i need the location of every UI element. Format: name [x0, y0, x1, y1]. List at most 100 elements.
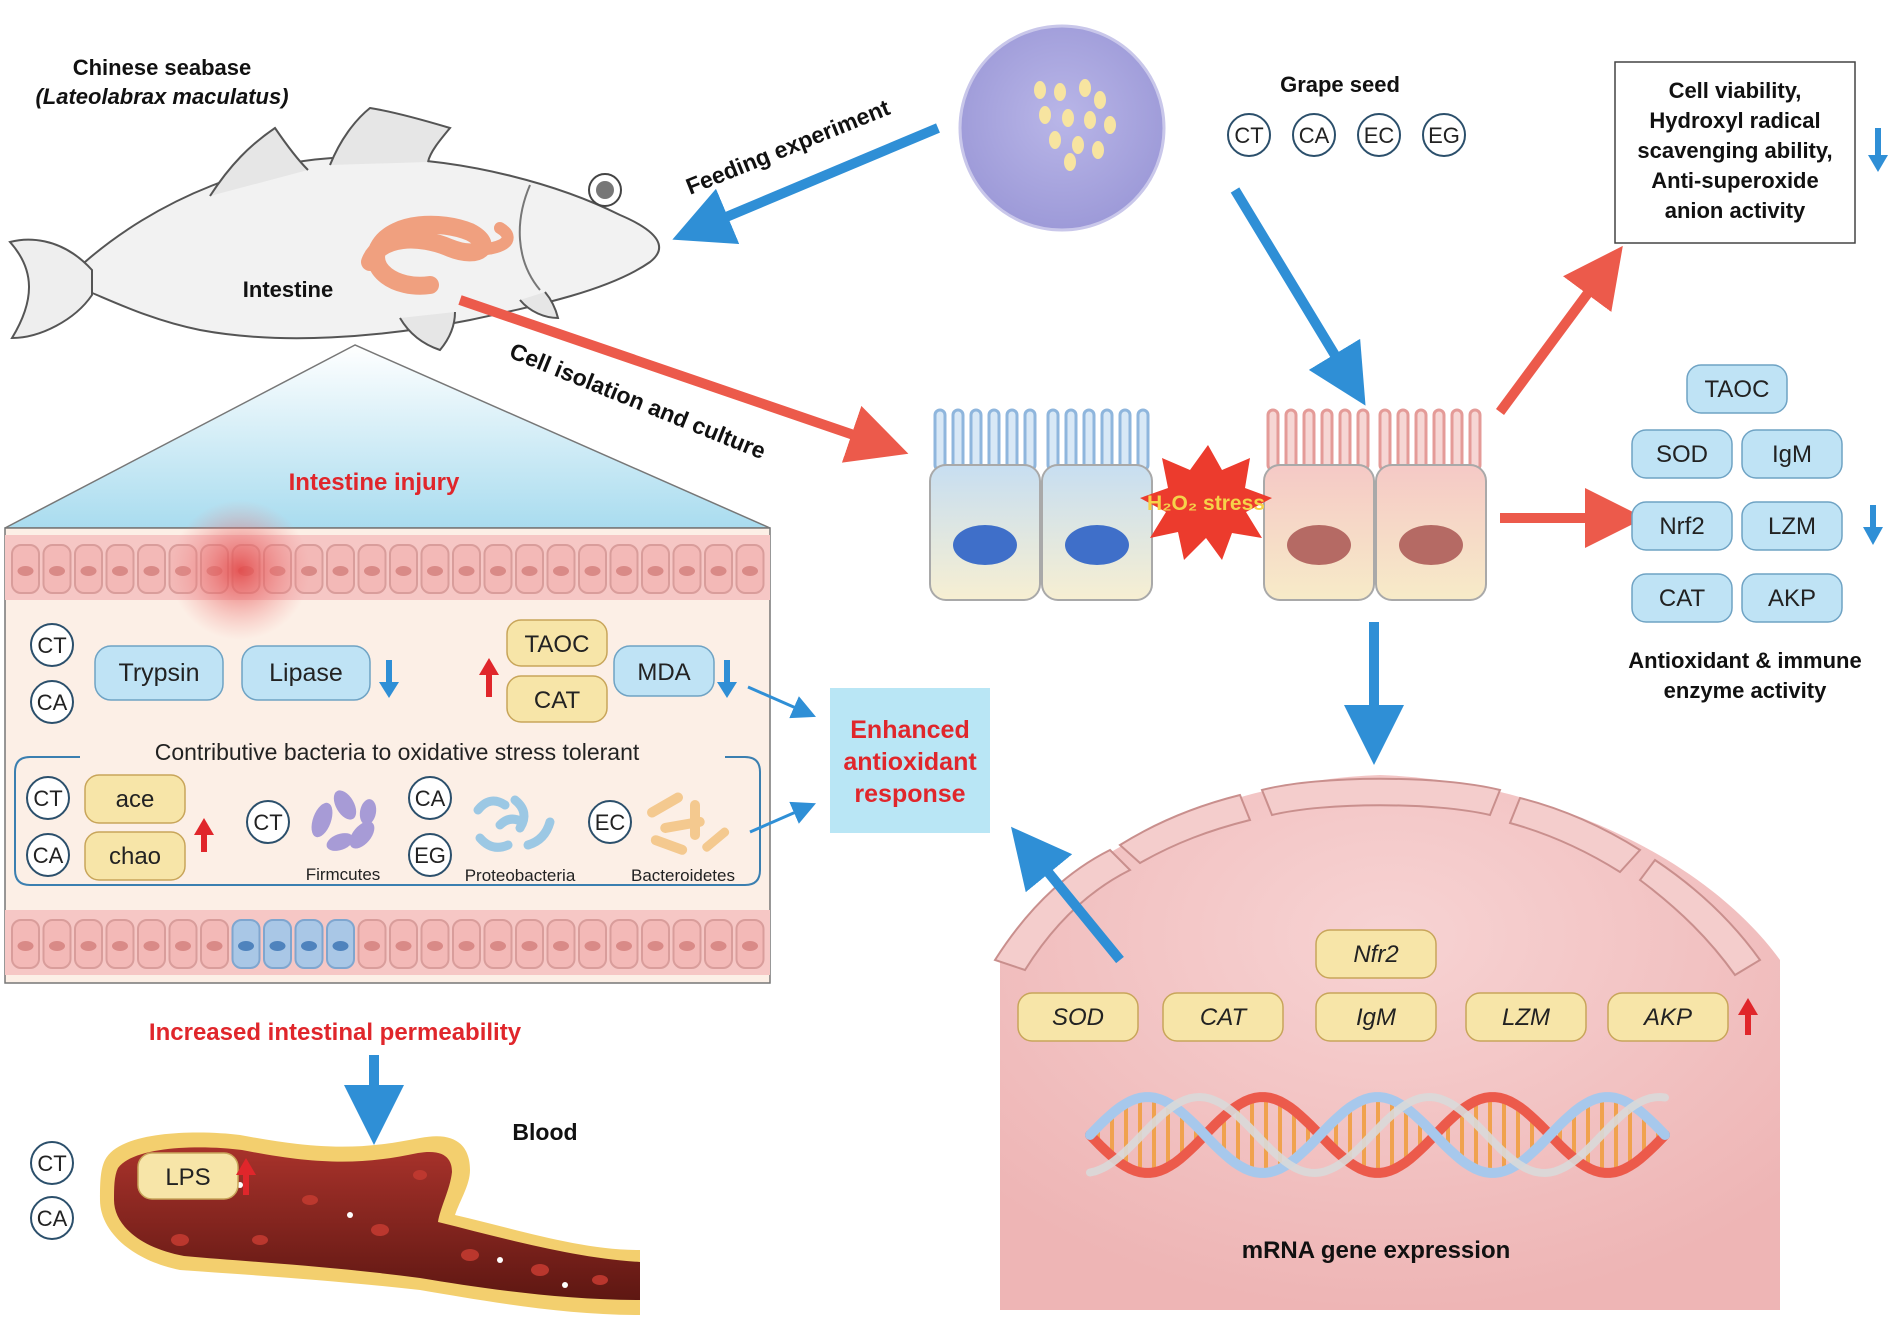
bacteroidetes-label: Bacteroidetes [631, 866, 735, 885]
gene-label: IgM [1356, 1004, 1396, 1031]
epithelial-nucleus [742, 941, 758, 951]
epithelial-nucleus [521, 566, 538, 576]
group-badge-ec: EC [588, 800, 632, 844]
mda-pill: MDA [613, 645, 715, 697]
lipase-label: Lipase [269, 659, 343, 687]
enzyme-pill: TAOC [1686, 364, 1788, 414]
epithelial-nucleus [553, 941, 569, 951]
group-badge-ct: CT [30, 623, 74, 667]
group-badge-text: CT [253, 810, 282, 835]
mrna-caption: mRNA gene expression [1242, 1237, 1511, 1264]
enzyme-pill: LZM [1741, 501, 1843, 551]
chao-label: chao [109, 843, 161, 870]
epithelial-nucleus [490, 941, 506, 951]
ace-pill: ace [84, 774, 186, 824]
group-badge-ct: CT [246, 800, 290, 844]
epithelial-nucleus [427, 566, 443, 576]
enzyme-activity-group: TAOC SOD IgM Nrf2 LZM CAT AKP Antioxidan… [1628, 364, 1883, 703]
group-badge-ca: CA [30, 1196, 74, 1240]
group-badge-text: CT [37, 633, 66, 658]
treatment-arrow [1230, 187, 1366, 406]
enzyme-pill-label: LZM [1768, 513, 1816, 540]
fish-title: Chinese seabase [73, 55, 252, 80]
taoc-pill: TAOC [506, 619, 608, 667]
cell-isolation-arrow [458, 295, 909, 463]
epithelial-nucleus [364, 566, 380, 576]
epithelial-nucleus [80, 566, 97, 576]
gene-pill: LZM [1465, 992, 1587, 1042]
epithelial-nucleus [679, 941, 695, 951]
group-badge-text: EG [414, 843, 446, 868]
group-badge-text: EC [1364, 123, 1395, 148]
h2o2-stress-label: H₂O₂ stress [1147, 492, 1265, 515]
lps-label: LPS [165, 1164, 210, 1191]
viability-line: Anti-superoxide [1651, 168, 1818, 193]
enzyme-pill: CAT [1631, 573, 1733, 623]
intestine-panel: Intestine injury CT CA Trypsin Lipase TA… [4, 344, 771, 984]
down-arrow-icon [1863, 505, 1883, 545]
enzyme-pill-label: SOD [1656, 441, 1708, 468]
intestine-injury-label: Intestine injury [289, 469, 460, 496]
feeding-label: Feeding experiment [682, 94, 894, 200]
epithelial-nucleus [710, 941, 727, 951]
group-badge-ca: CA [26, 833, 70, 877]
epithelial-nucleus [710, 566, 727, 576]
gene-pill: CAT [1162, 992, 1284, 1042]
up-arrow-icon [479, 658, 499, 697]
viability-line: Hydroxyl radical [1649, 108, 1820, 133]
epithelial-nucleus [742, 566, 758, 576]
epithelial-nucleus [332, 566, 349, 576]
epithelial-nucleus [112, 566, 128, 576]
group-badge-ca: CA [30, 680, 74, 724]
enhanced-response-box: Enhanced antioxidant response [830, 688, 990, 833]
nucleus: Nfr2 SOD CAT IgM LZM AKP mRNA gene expre… [993, 775, 1780, 1310]
epithelial-cells [929, 408, 1487, 601]
epithelial-nucleus [49, 941, 65, 951]
epithelial-nucleus [112, 941, 128, 951]
proteobacteria-label: Proteobacteria [465, 866, 576, 885]
response-line: antioxidant [843, 748, 977, 776]
intestine-label: Intestine [243, 277, 333, 302]
viability-line: Cell viability, [1669, 78, 1802, 103]
group-badge-text: EG [1428, 123, 1460, 148]
group-badge-ca: CA [1292, 113, 1336, 157]
epithelial-nucleus [616, 566, 632, 576]
blood-label: Blood [512, 1119, 577, 1145]
enzyme-pill-label: CAT [1659, 585, 1706, 612]
group-badge-text: CA [1299, 123, 1330, 148]
gene-pill: SOD [1017, 992, 1139, 1042]
enzyme-caption-line1: Antioxidant & immune [1628, 648, 1861, 673]
mda-label: MDA [637, 659, 690, 686]
grape-seed-plate [958, 24, 1166, 232]
epithelial-nucleus [301, 941, 317, 951]
gene-pill: Nfr2 [1315, 929, 1437, 979]
grape-seed-label: Grape seed [1280, 72, 1400, 97]
enzyme-pill: IgM [1741, 429, 1843, 479]
epithelial-nucleus [584, 941, 601, 951]
up-arrow-icon [194, 818, 214, 852]
group-badge-text: EC [595, 810, 626, 835]
epithelial-nucleus [616, 941, 632, 951]
epithelial-nucleus [458, 941, 475, 951]
bacteroidetes-icon [647, 792, 730, 855]
group-badge-ct: CT [30, 1141, 74, 1185]
group-badge-text: CA [37, 690, 68, 715]
epithelial-nucleus [679, 566, 695, 576]
gene-label: CAT [1200, 1004, 1249, 1031]
epithelial-nucleus [206, 941, 223, 951]
chao-pill: chao [84, 831, 186, 881]
permeability-label: Increased intestinal permeability [149, 1019, 522, 1046]
enzyme-pill-label: Nrf2 [1659, 513, 1704, 540]
enzyme-caption-line2: enzyme activity [1664, 678, 1827, 703]
gene-label: Nfr2 [1353, 941, 1398, 968]
viability-line: anion activity [1665, 198, 1806, 223]
epithelial-nucleus [143, 566, 160, 576]
viability-line: scavenging ability, [1637, 138, 1832, 163]
bacteria-to-response-arrow [749, 801, 816, 834]
group-badge-text: CT [33, 786, 62, 811]
lipase-pill: Lipase [241, 645, 371, 701]
epithelial-nucleus [647, 566, 664, 576]
feeding-arrow [672, 123, 940, 245]
epithelial-nucleus [364, 941, 380, 951]
group-badge-ct: CT [26, 776, 70, 820]
